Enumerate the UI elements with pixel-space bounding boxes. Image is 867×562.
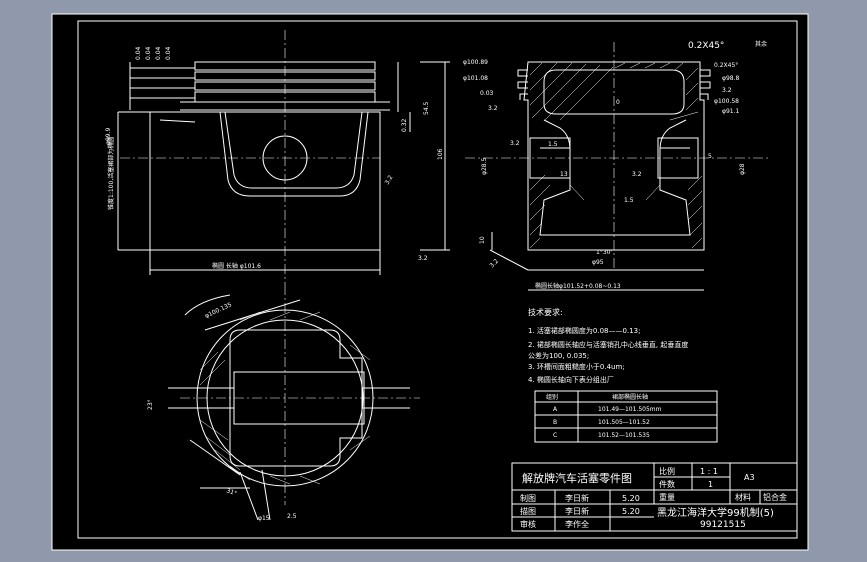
section-right-dim-4: φ100.58: [714, 98, 739, 105]
side-height-dim-2: 54.5: [423, 101, 430, 115]
section-right-dim-3: 3.2: [722, 87, 732, 94]
side-top-label-4: 0.04: [165, 46, 172, 60]
title-block-role-2: 描图: [520, 506, 536, 516]
section-left-dim-2: φ101.08: [463, 75, 488, 82]
plan-hatching: [199, 311, 371, 485]
section-other-label: 其余: [755, 40, 767, 48]
side-bottom-dim: 椭圆 长轴 φ101.6: [212, 262, 261, 270]
table-row-3-value: 101.52—101.535: [598, 432, 650, 439]
side-left-note: 锥度1:100,活塞裙部为椭圆: [107, 137, 115, 210]
title-block-size: A3: [744, 473, 755, 482]
side-top-label-3: 0.04: [155, 46, 162, 60]
side-offset-dim: 0.32: [401, 118, 408, 132]
title-block-name-3: 李作全: [565, 519, 589, 529]
title-block-role-1: 制图: [520, 493, 536, 503]
note-item-1: 1. 活塞裙部椭圆度为0.08——0.13;: [528, 326, 640, 335]
grouping-table: [534, 390, 718, 443]
section-right-dim-2: φ98.8: [722, 75, 740, 82]
title-block-scale-label: 比例: [659, 466, 675, 476]
section-dim-4: 10: [479, 236, 486, 244]
title-block-code: 99121515: [700, 520, 746, 530]
section-dim-0: 0: [616, 99, 620, 106]
ring-groove-2: [194, 71, 376, 81]
title-block-scale-value: 1 : 1: [700, 467, 718, 476]
section-bottom-angle: 1°30': [596, 249, 612, 256]
note-item-4: 3. 环槽间面粗糙度小于0.4um;: [528, 362, 625, 371]
ring-groove-3: [194, 81, 376, 91]
title-block-material-value: 铝合金: [763, 492, 787, 502]
section-dim-1: 13: [560, 171, 568, 178]
title-block-name-1: 李日新: [565, 493, 589, 503]
plan-view: [168, 294, 410, 521]
side-top-label-2: 0.04: [145, 46, 152, 60]
title-block-title: 解放牌汽车活塞零件图: [522, 471, 632, 485]
side-roughness: 3.2: [384, 174, 395, 186]
side-view: [117, 61, 450, 275]
section-view: [489, 61, 711, 291]
paper-outer-frame: [51, 13, 809, 551]
title-block-count-label: 件数: [659, 479, 675, 489]
note-item-3: 公差为100, 0.035;: [528, 351, 589, 360]
plan-angle-1: 23°: [147, 399, 154, 410]
ring-groove-1: [194, 61, 376, 71]
title-block-date-1: 5.20: [622, 494, 640, 503]
section-roughness-6: 3.2: [488, 258, 500, 270]
drawing-inner-frame: [77, 20, 798, 539]
note-item-2: 2. 裙部椭圆长轴应与活塞销孔中心线垂直, 起垂直度: [528, 340, 688, 349]
table-row-3-group: C: [553, 432, 557, 439]
side-roughness-2: 3.2: [418, 255, 428, 262]
section-left-dim-1: φ100.89: [463, 59, 488, 66]
side-top-label-1: 0.04: [135, 46, 142, 60]
section-chamfer: 0.2X45°: [688, 41, 724, 51]
table-header-axis: 裙部椭圆长轴: [612, 393, 648, 401]
title-block-school: 黑龙江海洋大学99机制(5): [657, 506, 774, 519]
section-bottom-dim-2: 椭圆长轴φ101.52+0.08~0.13: [535, 282, 621, 290]
side-left-small: φ99.9: [105, 128, 112, 146]
section-left-dim-5: 3.2: [510, 140, 520, 147]
section-hatching: [529, 62, 703, 249]
section-right-dim-5: φ91.1: [722, 108, 740, 115]
note-item-5: 4. 椭圆长轴向下表分组出厂: [528, 375, 614, 384]
section-roughness-7: 3.2: [632, 171, 642, 178]
pin-hole-circle: [262, 135, 308, 181]
title-block-date-2: 5.20: [622, 507, 640, 516]
table-row-1-value: 101.49—101.505mm: [598, 406, 662, 413]
plan-angle-2: 31°: [225, 487, 237, 497]
section-dim-3: 5: [708, 153, 712, 160]
title-block-weight-label: 重量: [659, 492, 675, 502]
title-block-count-value: 1: [708, 480, 713, 489]
table-row-2-value: 101.505—101.52: [598, 419, 650, 426]
section-pin-bore: φ28.5: [481, 158, 488, 176]
title-block-role-3: 审核: [520, 519, 536, 529]
title-block-material-label: 材料: [735, 492, 751, 502]
section-left-dim-3: 0.03: [480, 90, 494, 97]
section-dim-5: 1.5: [624, 197, 634, 204]
section-pin-bore-right: φ28: [739, 163, 746, 175]
table-row-2-group: B: [553, 419, 557, 426]
section-dim-2: 1.5: [548, 141, 558, 148]
table-row-1-group: A: [553, 406, 558, 413]
title-block: [511, 462, 798, 532]
notes-title: 技术要求:: [528, 307, 563, 317]
plan-dim-2: φ15: [258, 515, 270, 522]
plan-roughness-8: 2.5: [287, 513, 297, 520]
section-right-dim-1: 0.2X45°: [714, 62, 738, 69]
title-block-name-2: 李日新: [565, 506, 589, 516]
center-lines: [120, 30, 770, 505]
table-header-group: 组别: [546, 393, 558, 401]
section-left-dim-4: 3.2: [488, 105, 498, 112]
side-height-dim: 106: [437, 148, 444, 160]
section-bottom-dim: φ95: [592, 259, 604, 266]
